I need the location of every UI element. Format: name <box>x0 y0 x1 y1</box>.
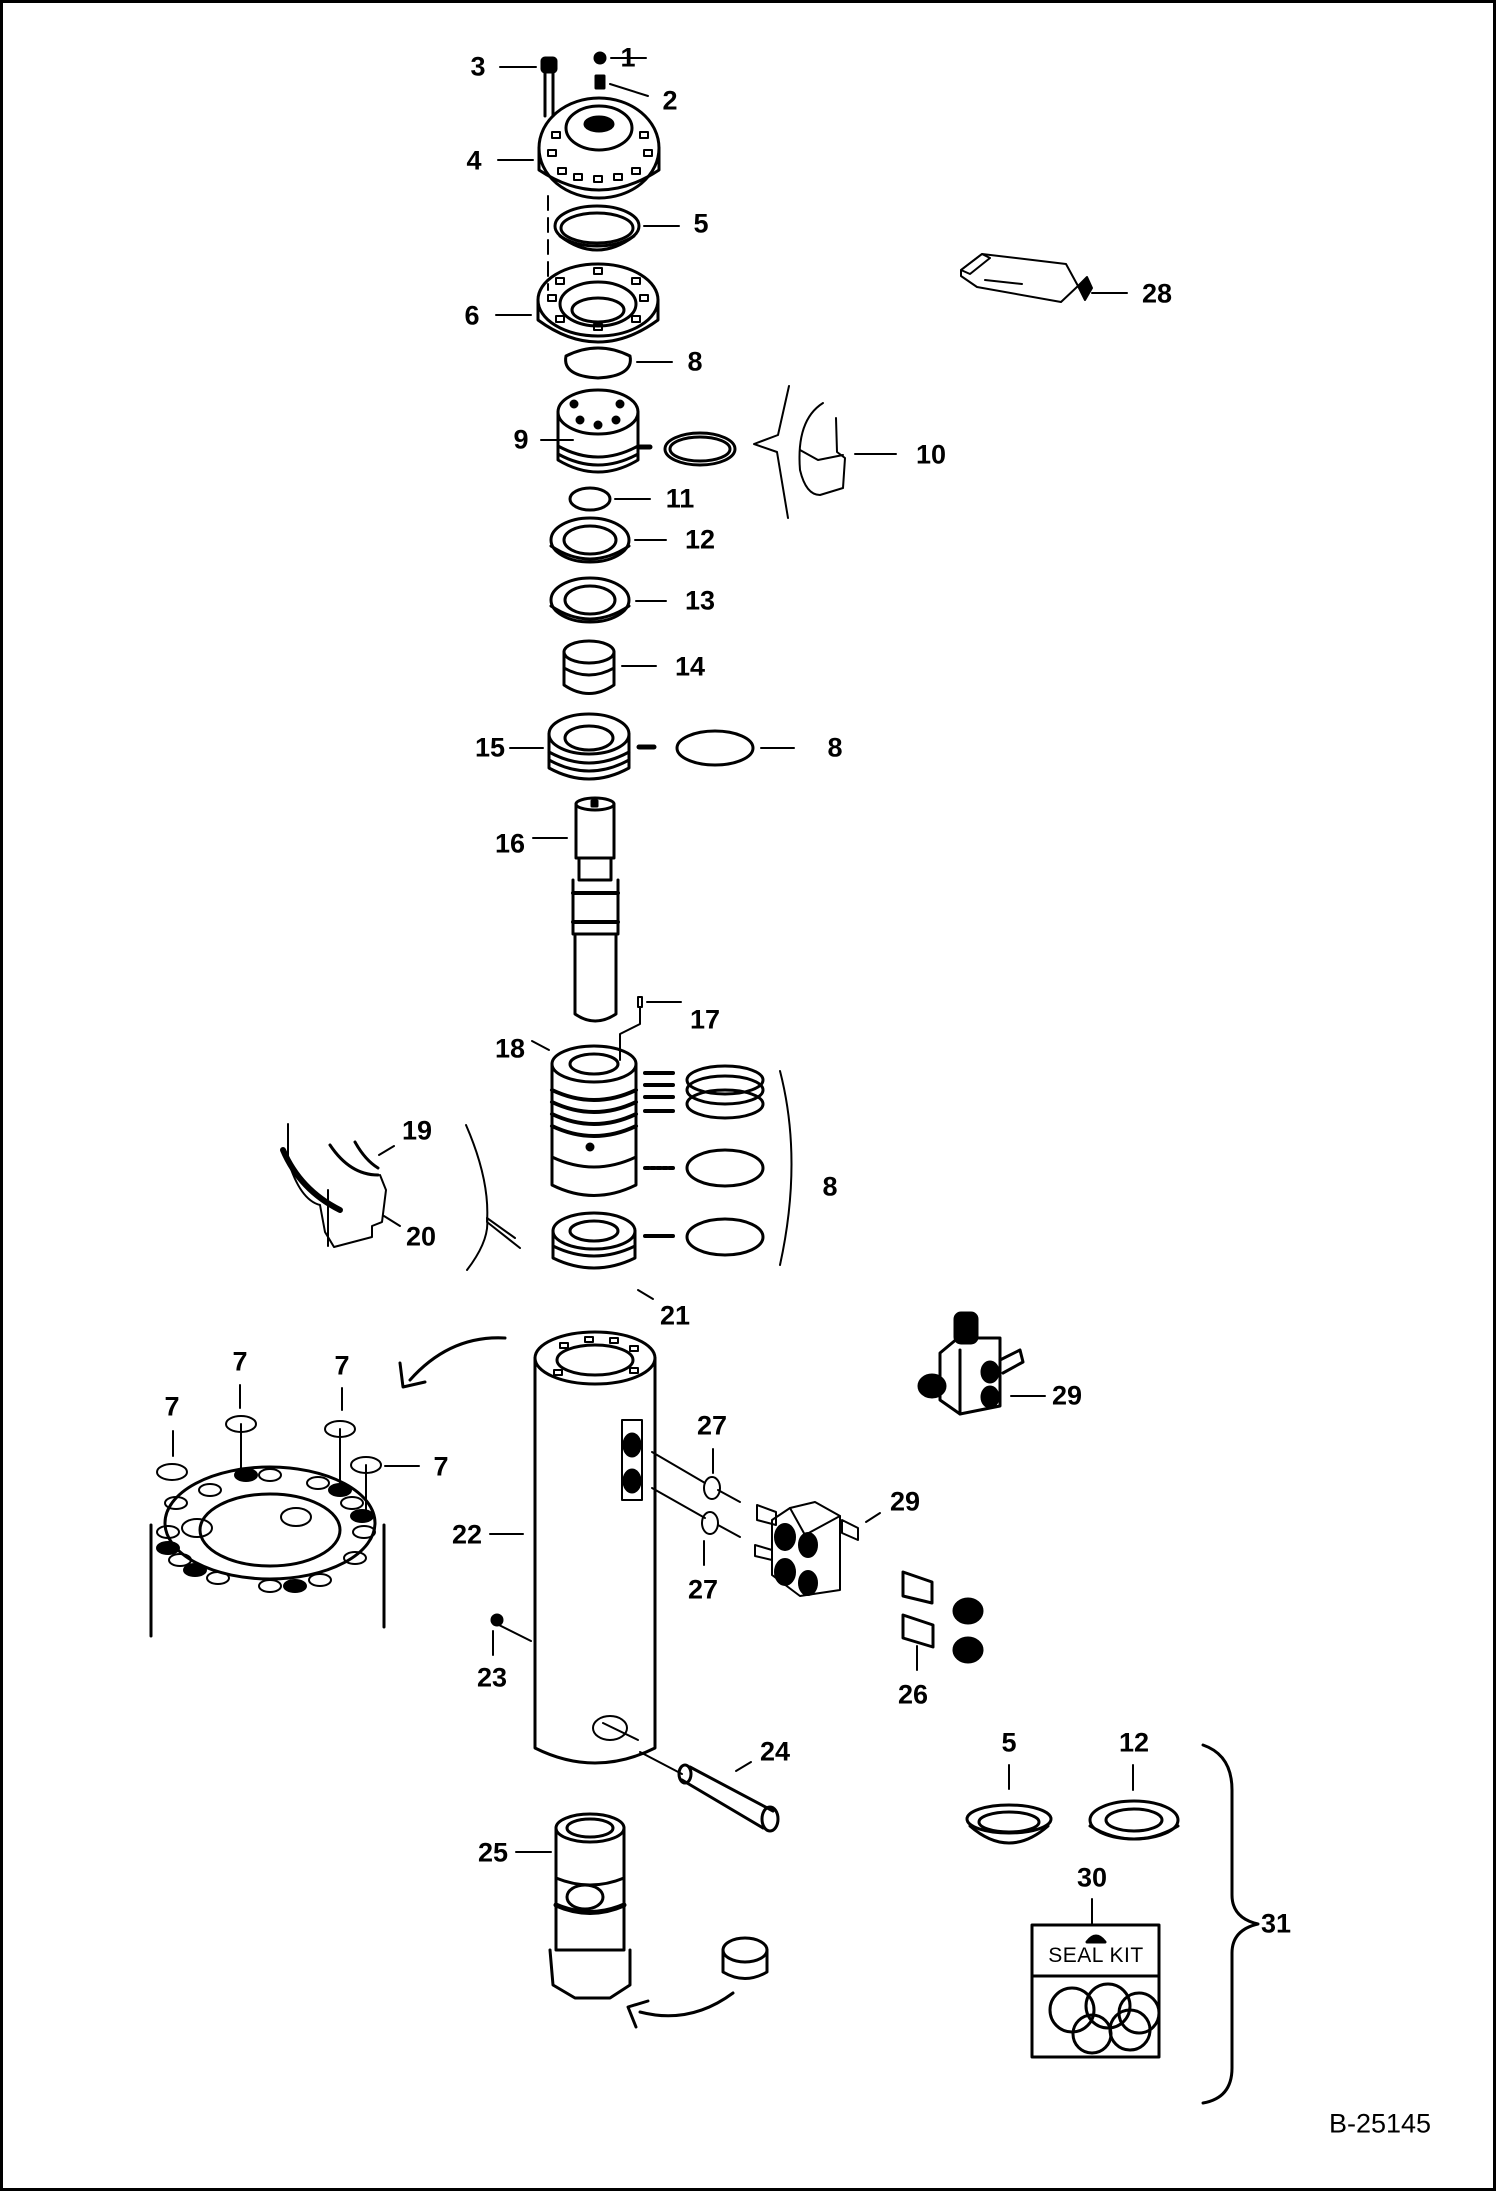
part-11-oring <box>568 486 612 512</box>
part-16-shaft <box>571 796 620 1023</box>
part-4-cap-flange <box>537 96 661 200</box>
callout-4[interactable]: 4 <box>466 145 482 176</box>
part-13-bearing <box>549 576 631 624</box>
callout-20[interactable]: 20 <box>405 1221 437 1252</box>
callout-17[interactable]: 17 <box>689 1004 721 1035</box>
part-28-tube <box>960 253 1093 303</box>
part-5-seal <box>553 204 641 252</box>
part-8-oring-15 <box>675 729 755 767</box>
spool-seal-bars <box>643 1071 675 1238</box>
part-21-seal <box>551 1211 637 1270</box>
part-7-orings <box>156 1415 382 1517</box>
callout-5[interactable]: 5 <box>1001 1727 1017 1758</box>
callout-12[interactable]: 12 <box>1118 1727 1150 1758</box>
callout-2[interactable]: 2 <box>662 85 678 116</box>
part-22-housing <box>533 1330 657 1765</box>
callout-11[interactable]: 11 <box>665 483 695 514</box>
part-18-spool <box>550 1044 638 1197</box>
rotation-arrow-bottom <box>626 1991 735 2029</box>
callout-30[interactable]: 30 <box>1076 1862 1108 1893</box>
callout-31[interactable]: 31 <box>1260 1908 1292 1939</box>
part-1-nut <box>593 51 607 65</box>
part-8-bracket <box>779 1070 793 1266</box>
flange-ring <box>149 1465 386 1638</box>
part-24-pin <box>677 1763 780 1833</box>
part-29-valve-attached <box>754 1501 859 1597</box>
callout-1[interactable]: 1 <box>620 42 636 73</box>
rotation-arrow-top <box>398 1336 507 1389</box>
callout-28[interactable]: 28 <box>1141 278 1173 309</box>
part-19-20-detail <box>280 1123 521 1271</box>
part-8-seal-rings <box>685 1064 765 1257</box>
part-31-brace <box>1201 1743 1260 2105</box>
callout-25[interactable]: 25 <box>477 1837 509 1868</box>
callout-7[interactable]: 7 <box>164 1391 180 1422</box>
callout-7[interactable]: 7 <box>334 1350 350 1381</box>
callout-12[interactable]: 12 <box>684 524 716 555</box>
callout-7[interactable]: 7 <box>433 1451 449 1482</box>
part-25-spindle <box>548 1812 632 2000</box>
part-26-fittings <box>901 1570 984 1664</box>
seal-kit-label: SEAL KIT <box>1048 1944 1144 1967</box>
callout-6[interactable]: 6 <box>464 300 480 331</box>
part-23-fitting <box>490 1613 504 1627</box>
callout-8[interactable]: 8 <box>822 1171 838 1202</box>
figure-id: B-25145 <box>1328 2108 1432 2139</box>
callout-14[interactable]: 14 <box>674 651 706 682</box>
callout-23[interactable]: 23 <box>476 1662 508 1693</box>
callout-22[interactable]: 22 <box>451 1519 483 1550</box>
callout-8[interactable]: 8 <box>827 732 843 763</box>
part-12-seal <box>549 516 631 564</box>
part-10-detail-bracket <box>753 385 846 519</box>
callout-18[interactable]: 18 <box>494 1033 526 1064</box>
callout-3[interactable]: 3 <box>470 51 486 82</box>
seal-kit-part-5 <box>965 1803 1053 1845</box>
callout-15[interactable]: 15 <box>474 732 506 763</box>
part-cap <box>721 1936 769 1980</box>
callout-5[interactable]: 5 <box>693 208 709 239</box>
callout-10[interactable]: 10 <box>915 439 947 470</box>
part-2-plug <box>594 74 606 90</box>
callout-9[interactable]: 9 <box>513 424 529 455</box>
part-27-orings <box>651 1451 741 1538</box>
callout-27[interactable]: 27 <box>687 1574 719 1605</box>
callout-24[interactable]: 24 <box>759 1736 791 1767</box>
callout-7[interactable]: 7 <box>232 1346 248 1377</box>
callout-13[interactable]: 13 <box>684 585 716 616</box>
part-9-rotor-head <box>556 388 653 474</box>
seal-kit-package <box>1030 1923 1161 2059</box>
part-29-valve <box>917 1311 1025 1416</box>
callout-29[interactable]: 29 <box>1051 1380 1083 1411</box>
callout-29[interactable]: 29 <box>889 1486 921 1517</box>
callout-16[interactable]: 16 <box>494 828 526 859</box>
callout-27[interactable]: 27 <box>696 1410 728 1441</box>
part-14-bushing <box>562 639 616 695</box>
part-10-ring <box>663 431 737 467</box>
leader-lines <box>172 57 1134 1925</box>
part-15-seal-assembly <box>547 712 657 781</box>
callout-26[interactable]: 26 <box>897 1679 929 1710</box>
part-17-pin <box>619 996 643 1061</box>
seal-kit-part-12 <box>1088 1799 1180 1841</box>
part-6-flange <box>536 262 660 344</box>
callout-8[interactable]: 8 <box>687 346 703 377</box>
part-3-bolt <box>540 56 558 118</box>
part-8-oring-top <box>564 346 632 380</box>
callout-21[interactable]: 21 <box>659 1300 691 1331</box>
callout-19[interactable]: 19 <box>401 1115 433 1146</box>
